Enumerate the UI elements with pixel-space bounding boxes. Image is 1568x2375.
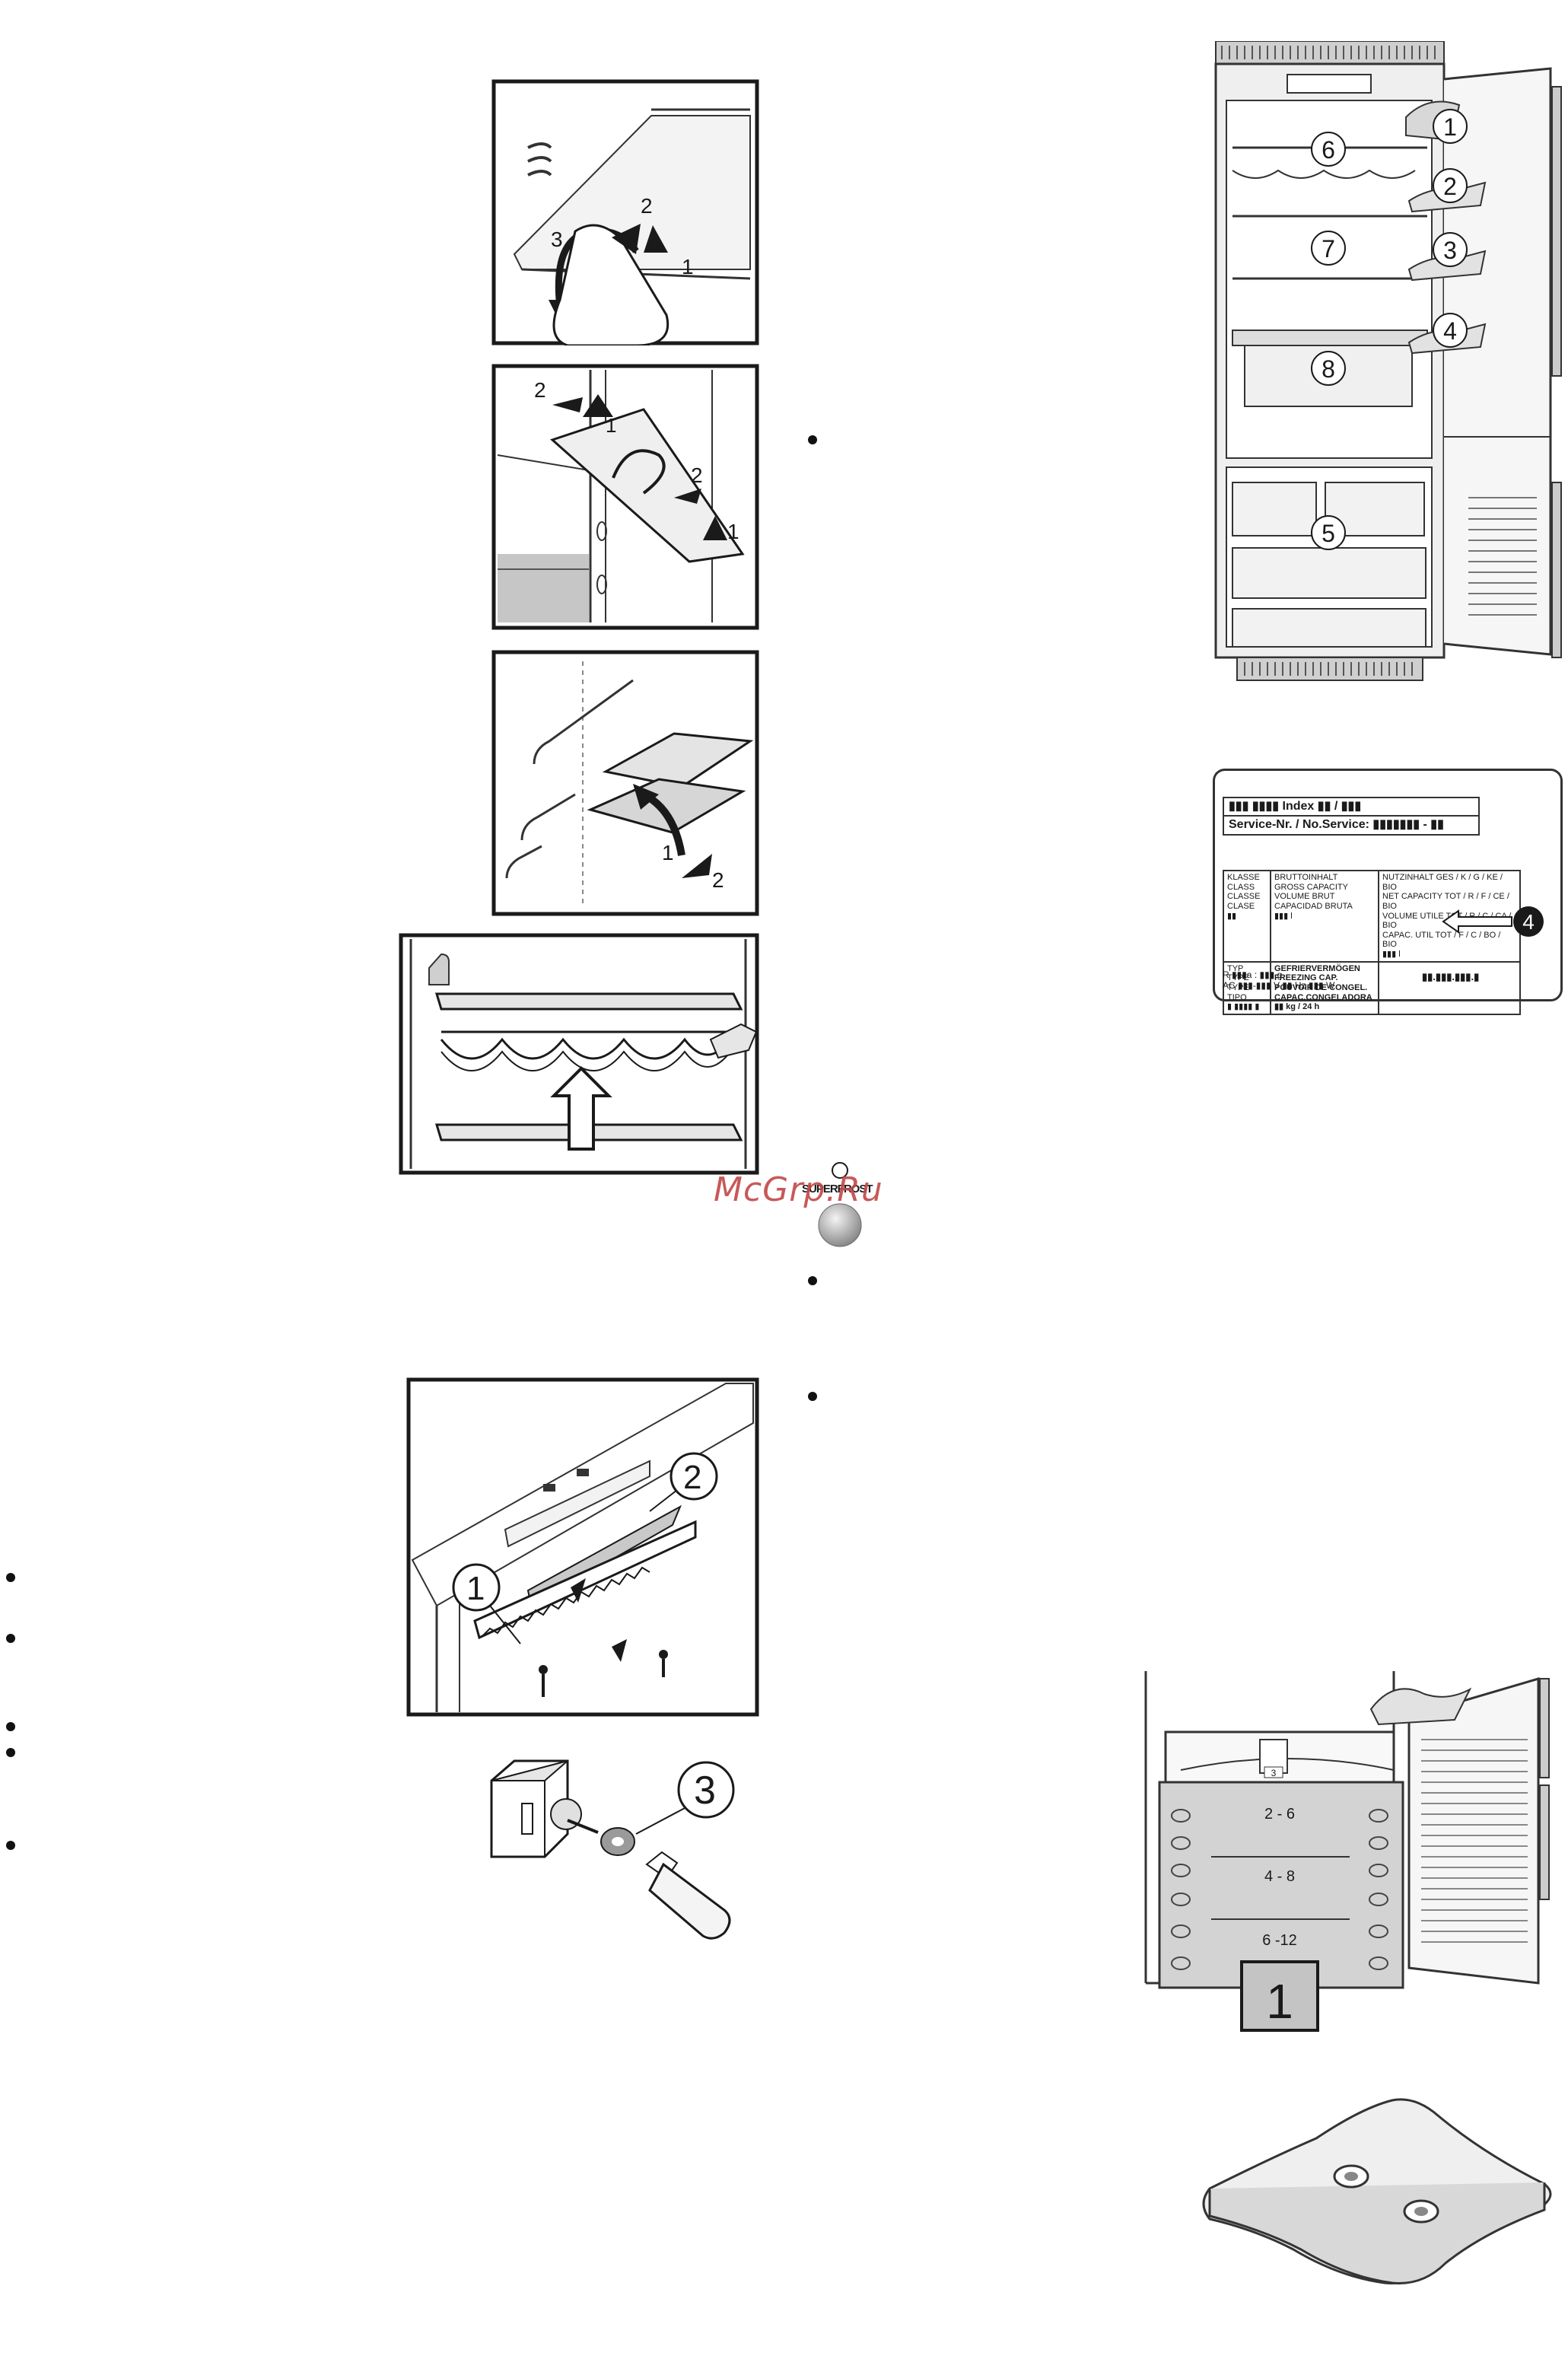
callout-1: 1	[1433, 109, 1468, 144]
storage-band: 2 - 6	[1264, 1806, 1295, 1823]
refrigerant-line: R ▮▮▮a : ▮▮▮ g	[1223, 969, 1283, 980]
callout-3: 3	[1433, 232, 1468, 267]
svg-text:3: 3	[1443, 237, 1457, 264]
list-bullet	[6, 1573, 15, 1582]
callout-8: 8	[1311, 351, 1346, 386]
shelf-insertion-figure: 1 2	[491, 650, 759, 916]
serial-number: ▮▮.▮▮▮.▮▮▮.▮	[1422, 971, 1480, 982]
callout-3: 3	[694, 1769, 716, 1813]
watermark: McGrp.Ru	[714, 1170, 883, 1209]
svg-text:2: 2	[1443, 173, 1457, 200]
list-bullet	[6, 1634, 15, 1643]
callout-1: 1	[466, 1570, 485, 1607]
bulb-replacement-figure: 3	[484, 1750, 767, 1950]
rating-plate-header: ▮▮▮ ▮▮▮▮ Index ▮▮ / ▮▮▮ Service-Nr. / No…	[1223, 797, 1480, 836]
step-number: 3	[551, 228, 563, 251]
light-cover-figure: 1 2	[406, 1377, 759, 1717]
step-number: 1	[662, 841, 674, 864]
svg-text:4: 4	[1522, 910, 1535, 934]
net-capacity-cell: NUTZINHALT GES / K / G / KE / BIO NET CA…	[1378, 871, 1519, 961]
drawer-number: 1	[1266, 1974, 1293, 2029]
svg-text:6: 6	[1322, 136, 1335, 164]
callout-7: 7	[1311, 231, 1346, 266]
step-number: 2	[712, 868, 724, 892]
drawer-tag: 3	[1271, 1768, 1277, 1778]
gross-capacity-cell: BRUTTOINHALT GROSS CAPACITY VOLUME BRUT …	[1270, 871, 1378, 961]
list-bullet	[6, 1841, 15, 1850]
svg-text:4: 4	[1443, 317, 1457, 345]
class-cell: KLASSE CLASS CLASSE CLASE ▮▮	[1227, 873, 1261, 921]
bottle-rack-figure	[399, 933, 759, 1175]
list-bullet	[6, 1748, 15, 1757]
index-line: ▮▮▮ ▮▮▮▮ Index ▮▮ / ▮▮▮	[1229, 800, 1362, 813]
type-cell: TYP TYPE TYPE TIPO ▮ ▮▮▮▮ ▮	[1227, 963, 1260, 1012]
freezing-capacity-cell: GEFRIERVERMÖGEN FREEZING CAP. POUVOIR DE…	[1270, 962, 1378, 1014]
callout-2: 2	[683, 1459, 701, 1496]
rating-plate-table: KLASSE CLASS CLASSE CLASE ▮▮ BRUTTOINHAL…	[1223, 870, 1521, 1015]
service-number-line: Service-Nr. / No.Service: ▮▮▮▮▮▮▮ - ▮▮	[1224, 815, 1478, 833]
list-bullet	[808, 1276, 817, 1285]
cold-accumulator-figure	[1202, 2093, 1561, 2306]
step-number: 1	[682, 255, 694, 279]
callout-4: 4	[1433, 313, 1468, 348]
superfrost-label: SUPERFROST	[802, 1183, 873, 1195]
svg-text:7: 7	[1322, 235, 1335, 263]
svg-text:8: 8	[1322, 355, 1335, 383]
rating-plate-footer: R ▮▮▮a : ▮▮▮ g AC ▮▮▮-▮▮▮ V ▮▮ Hz ▮▮▮ W	[1223, 969, 1335, 992]
freezer-drawer-figure: 3 2 - 6 4 - 8 6 -12 1	[1135, 1671, 1561, 2035]
appliance-overview-figure: 1 2 3 4 5 6 7 8	[1214, 40, 1564, 682]
step-number: 2	[691, 463, 703, 487]
step-number: 2	[534, 378, 546, 402]
electrical-line: AC ▮▮▮-▮▮▮ V ▮▮ Hz ▮▮▮ W	[1223, 979, 1335, 991]
list-bullet	[808, 1392, 817, 1401]
step-number: 1	[606, 414, 616, 437]
step-number: 1	[727, 520, 739, 543]
list-bullet	[6, 1722, 15, 1731]
list-bullet	[808, 435, 817, 444]
svg-text:5: 5	[1322, 520, 1335, 547]
storage-band: 4 - 8	[1264, 1868, 1295, 1885]
step-number: 2	[641, 194, 653, 218]
callout-5: 5	[1311, 515, 1346, 550]
callout-2: 2	[1433, 168, 1468, 203]
superfrost-button	[817, 1160, 863, 1251]
shelf-removal-figure-2: 2 1 2 1	[491, 364, 759, 630]
callout-6: 6	[1311, 132, 1346, 167]
shelf-removal-figure-1: 3 2 1	[491, 79, 759, 347]
svg-text:1: 1	[1443, 113, 1457, 141]
storage-band: 6 -12	[1262, 1932, 1297, 1949]
freezing-capacity-marker: 4	[1442, 906, 1544, 937]
rating-plate: ▮▮▮ ▮▮▮▮ Index ▮▮ / ▮▮▮ Service-Nr. / No…	[1213, 769, 1563, 1015]
